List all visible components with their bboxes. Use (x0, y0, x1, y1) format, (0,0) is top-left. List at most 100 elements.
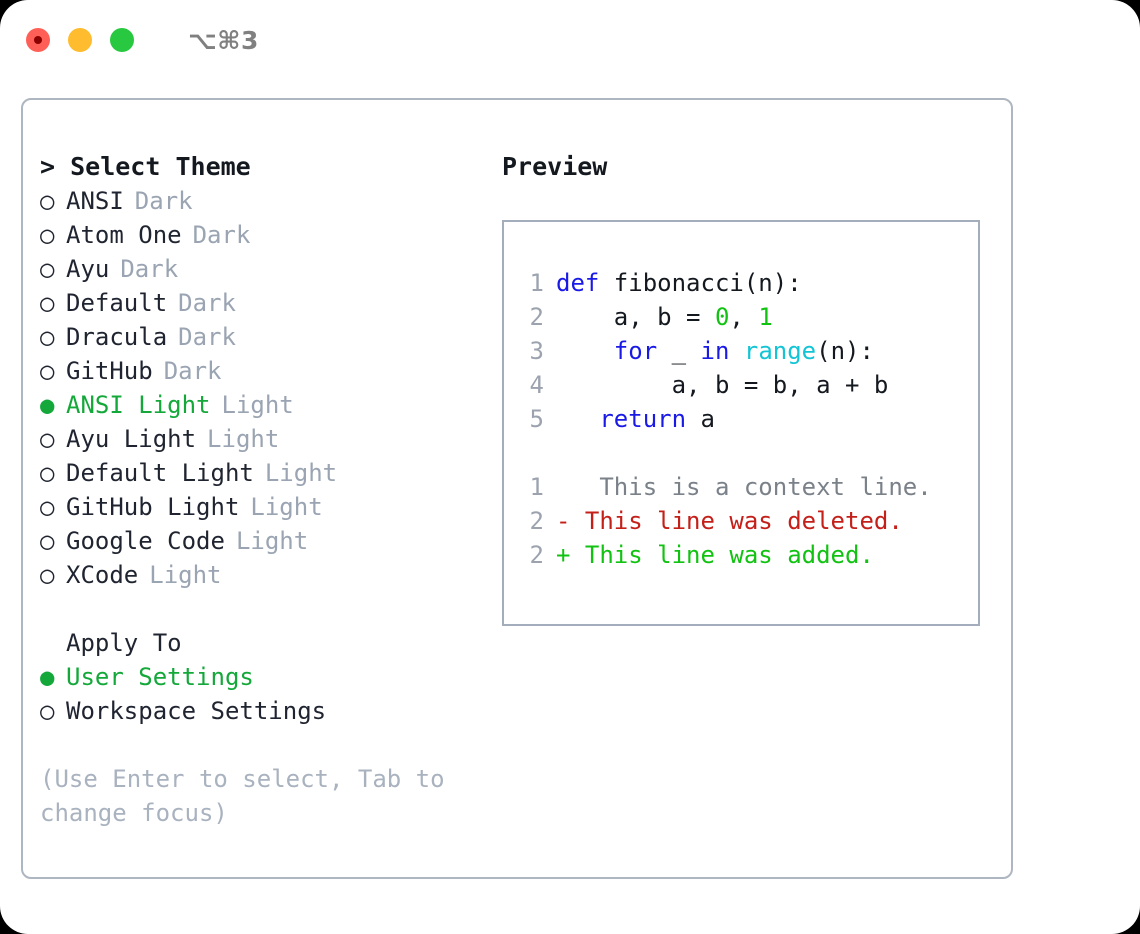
theme-name: Dracula (66, 323, 168, 351)
radio-selected-icon[interactable]: ● (40, 391, 55, 419)
radio-unselected-icon[interactable]: ○ (40, 221, 55, 249)
radio-selected-icon[interactable]: ● (40, 663, 55, 691)
theme-variant-label: Light (264, 459, 338, 487)
radio-unselected-icon[interactable]: ○ (40, 289, 55, 317)
radio-unselected-icon[interactable]: ○ (40, 493, 55, 521)
diff-marker: - (556, 507, 571, 535)
diff-text: - This line was deleted. (544, 504, 903, 538)
keyboard-shortcut-label: ⌥⌘3 (188, 25, 259, 55)
theme-option-default[interactable]: ○ Default Dark (40, 286, 510, 320)
theme-option-ansi[interactable]: ○ ANSI Dark (40, 184, 510, 218)
diff-content: This line was deleted. (570, 507, 903, 535)
preview-heading: Preview (502, 152, 608, 181)
line-number: 4 (529, 371, 544, 399)
apply-to-name: User Settings (66, 663, 254, 691)
line-number: 2 (529, 541, 544, 569)
radio-unselected-icon[interactable]: ○ (40, 697, 55, 725)
token-plain: a, b = (556, 303, 715, 331)
theme-name: XCode (66, 561, 139, 589)
theme-name: ANSI Light (66, 391, 211, 419)
line-number: 2 (529, 303, 544, 331)
theme-name: Ayu (66, 255, 110, 283)
token-kw: for (613, 337, 658, 365)
radio-unselected-icon[interactable]: ○ (40, 187, 55, 215)
line-number: 1 (529, 473, 544, 501)
diff-line-add: 2+ This line was added. (520, 538, 978, 572)
token-builtin: range (743, 337, 817, 365)
token-plain: (n): (816, 337, 874, 365)
theme-variant-label: Light (221, 391, 294, 419)
diff-marker (556, 473, 570, 501)
radio-unselected-icon[interactable]: ○ (40, 255, 55, 283)
theme-name: ANSI (66, 187, 124, 215)
code-text: a, b = 0, 1 (544, 300, 773, 334)
theme-name: Atom One (66, 221, 182, 249)
radio-unselected-icon[interactable]: ○ (40, 425, 55, 453)
radio-unselected-icon[interactable]: ○ (40, 323, 55, 351)
apply-to-option-user-settings[interactable]: ● User Settings (40, 660, 510, 694)
token-kw: in (700, 337, 730, 365)
theme-variant-label: Dark (178, 289, 236, 317)
window-controls (26, 28, 134, 52)
line-number: 1 (529, 269, 544, 297)
token-num: 0 (714, 303, 730, 331)
theme-variant-label: Dark (178, 323, 236, 351)
line-number: 3 (529, 337, 544, 365)
title-bar: ⌥⌘3 (0, 0, 1140, 80)
radio-unselected-icon[interactable]: ○ (40, 357, 55, 385)
code-line: 3 for _ in range(n): (520, 334, 978, 368)
diff-line-ctx: 1 This is a context line. (520, 470, 978, 504)
radio-unselected-icon[interactable]: ○ (40, 459, 55, 487)
apply-to-list[interactable]: ● User Settings ○Workspace Settings (40, 660, 510, 728)
code-text: return a (544, 402, 715, 436)
token-plain: fibonacci(n): (599, 269, 802, 297)
token-plain (729, 337, 743, 365)
code-text: def fibonacci(n): (544, 266, 802, 300)
close-window-button[interactable] (26, 28, 50, 52)
apply-to-option-workspace-settings[interactable]: ○Workspace Settings (40, 694, 510, 728)
theme-variant-label: Light (149, 561, 222, 589)
theme-option-xcode[interactable]: ○ XCode Light (40, 558, 510, 592)
keyboard-hint: (Use Enter to select, Tab to change focu… (40, 765, 445, 827)
select-theme-heading: > Select Theme (40, 152, 251, 181)
theme-option-ansi-light[interactable]: ● ANSI Light Light (40, 388, 510, 422)
theme-variant-label: Dark (134, 187, 193, 215)
token-plain: a, b = b, a + b (556, 371, 889, 399)
diff-sample: 1 This is a context line. 2- This line wa… (520, 470, 978, 572)
token-kw: def (556, 269, 600, 297)
apply-to-heading: Apply To (66, 629, 182, 657)
theme-variant-label: Dark (192, 221, 251, 249)
token-kw: return (599, 405, 687, 433)
theme-name: GitHub (66, 357, 153, 385)
diff-marker: + (556, 541, 571, 569)
line-number: 2 (529, 507, 544, 535)
token-plain: _ (657, 337, 701, 365)
theme-name: Default (66, 289, 168, 317)
code-text: for _ in range(n): (544, 334, 874, 368)
theme-variant-label: Light (250, 493, 323, 521)
token-plain (556, 405, 599, 433)
radio-unselected-icon[interactable]: ○ (40, 527, 55, 555)
code-line: 4 a, b = b, a + b (520, 368, 978, 402)
code-text: a, b = b, a + b (544, 368, 889, 402)
theme-option-atom-one[interactable]: ○ Atom One Dark (40, 218, 510, 252)
theme-variant-label: Light (235, 527, 309, 555)
minimize-window-button[interactable] (68, 28, 92, 52)
zoom-window-button[interactable] (110, 28, 134, 52)
theme-variant-label: Light (207, 425, 280, 453)
theme-option-dracula[interactable]: ○ Dracula Dark (40, 320, 510, 354)
radio-unselected-icon[interactable]: ○ (40, 561, 55, 589)
